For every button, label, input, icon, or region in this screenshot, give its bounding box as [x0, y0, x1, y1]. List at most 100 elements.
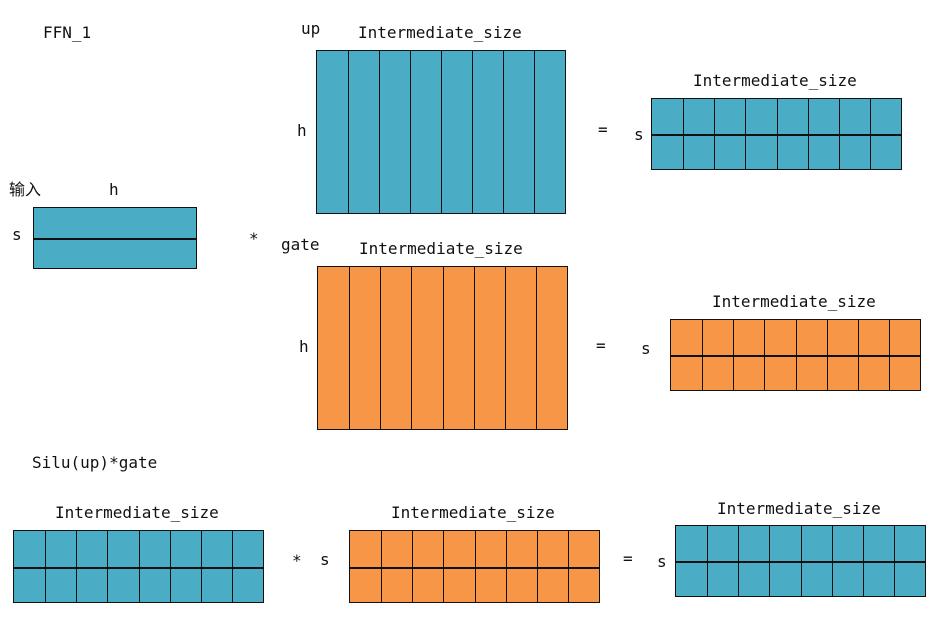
gate-operand-matrix-cell [506, 531, 537, 567]
up-result-s-label: s [634, 125, 644, 144]
gate-operand-matrix-cell [568, 567, 599, 602]
gate-operand-s-label: s [320, 550, 330, 569]
gate-operand-matrix-cell [475, 531, 506, 567]
gate-weight-matrix-cell [474, 267, 505, 429]
up-weight-matrix-cell [348, 51, 379, 213]
final-result-matrix-cell [676, 526, 707, 561]
silu-formula-label: Silu(up)*gate [32, 453, 158, 472]
gate-result-matrix-cell [889, 355, 920, 390]
gate-result-matrix-cell [858, 320, 889, 355]
diagram-title: FFN_1 [43, 23, 92, 42]
up-result-matrix-cell [870, 134, 901, 169]
up-weight-matrix-cell [534, 51, 565, 213]
up-result-matrix-cell [745, 99, 777, 134]
gate-result-matrix-cell [764, 320, 796, 355]
silu-up-matrix-cell [232, 531, 263, 567]
final-result-matrix-cell [769, 526, 801, 561]
gate-weight-intermediate-label: Intermediate_size [359, 239, 523, 258]
gate-weight-matrix-cell [505, 267, 536, 429]
gate-operand-matrix-cell [506, 567, 537, 602]
silu-up-matrix-cell [14, 567, 45, 602]
up-result-matrix-cell [714, 99, 745, 134]
silu-up-matrix-cell [76, 531, 107, 567]
gate-operand-matrix-cell [443, 567, 475, 602]
up-weight-h-label: h [297, 121, 307, 140]
gate-weight-matrix-cell [380, 267, 411, 429]
final-result-matrix-cell [894, 561, 925, 596]
gate-operand-matrix-cell [475, 567, 506, 602]
silu-up-intermediate-label: Intermediate_size [55, 503, 219, 522]
up-result-matrix-cell [839, 134, 870, 169]
final-result-matrix-cell [801, 526, 832, 561]
gate-label: gate [281, 235, 320, 254]
gate-weight-matrix-cell [443, 267, 474, 429]
up-weight-matrix-cell [410, 51, 441, 213]
gate-result-matrix-cell [764, 355, 796, 390]
silu-up-matrix [13, 530, 264, 603]
final-result-matrix-cell [863, 561, 894, 596]
gate-operand-matrix-cell [412, 567, 443, 602]
gate-result-matrix-cell [733, 355, 764, 390]
silu-up-matrix-cell [45, 567, 76, 602]
final-result-matrix-cell [738, 561, 769, 596]
up-label: up [301, 19, 321, 38]
gate-operand-matrix-cell [568, 531, 599, 567]
up-result-matrix-cell [652, 99, 683, 134]
final-result-matrix-cell [801, 561, 832, 596]
gate-operand-matrix-cell [412, 531, 443, 567]
gate-operand-matrix-cell [537, 531, 568, 567]
final-result-matrix-cell [832, 561, 863, 596]
gate-operand-matrix-cell [537, 567, 568, 602]
gate-operand-matrix-cell [350, 531, 381, 567]
silu-up-matrix-cell [170, 531, 201, 567]
up-result-matrix-cell [808, 134, 839, 169]
up-weight-matrix-cell [503, 51, 534, 213]
gate-result-matrix-cell [702, 320, 733, 355]
final-result-matrix [675, 525, 926, 597]
multiply-sign-bottom: * [292, 551, 302, 570]
silu-up-matrix-cell [107, 567, 139, 602]
up-result-matrix-cell [745, 134, 777, 169]
gate-weight-h-label: h [299, 337, 309, 356]
equals-sign-bottom: = [623, 549, 633, 568]
input-h-label: h [109, 180, 119, 199]
up-result-matrix-cell [714, 134, 745, 169]
up-result-matrix-cell [870, 99, 901, 134]
up-result-intermediate-label: Intermediate_size [693, 71, 857, 90]
silu-up-matrix-cell [45, 531, 76, 567]
up-result-matrix [651, 98, 902, 170]
gate-result-matrix-cell [796, 355, 827, 390]
gate-result-s-label: s [641, 339, 651, 358]
equals-sign-up: = [598, 120, 608, 139]
silu-up-matrix-cell [201, 567, 232, 602]
up-result-matrix-cell [839, 99, 870, 134]
gate-weight-matrix [317, 266, 568, 430]
gate-operand-matrix-cell [350, 567, 381, 602]
input-matrix [33, 207, 197, 269]
gate-operand-matrix-cell [443, 531, 475, 567]
up-weight-matrix [316, 50, 566, 214]
up-result-matrix-cell [777, 99, 808, 134]
gate-weight-matrix-cell [349, 267, 380, 429]
final-result-matrix-cell [707, 561, 738, 596]
silu-up-matrix-cell [201, 531, 232, 567]
final-result-s-label: s [657, 552, 667, 571]
gate-result-matrix [670, 319, 921, 391]
gate-operand-matrix-cell [381, 567, 412, 602]
gate-result-matrix-cell [796, 320, 827, 355]
up-result-matrix-cell [808, 99, 839, 134]
up-result-matrix-cell [683, 99, 714, 134]
gate-operand-matrix-cell [381, 531, 412, 567]
silu-up-matrix-cell [14, 531, 45, 567]
final-result-matrix-cell [738, 526, 769, 561]
up-weight-intermediate-label: Intermediate_size [358, 23, 522, 42]
gate-result-matrix-cell [827, 320, 858, 355]
final-result-matrix-cell [894, 526, 925, 561]
silu-up-matrix-cell [139, 567, 170, 602]
gate-result-matrix-cell [702, 355, 733, 390]
input-matrix-cell [34, 238, 196, 268]
gate-result-matrix-cell [671, 320, 702, 355]
up-result-matrix-cell [683, 134, 714, 169]
gate-result-matrix-cell [733, 320, 764, 355]
